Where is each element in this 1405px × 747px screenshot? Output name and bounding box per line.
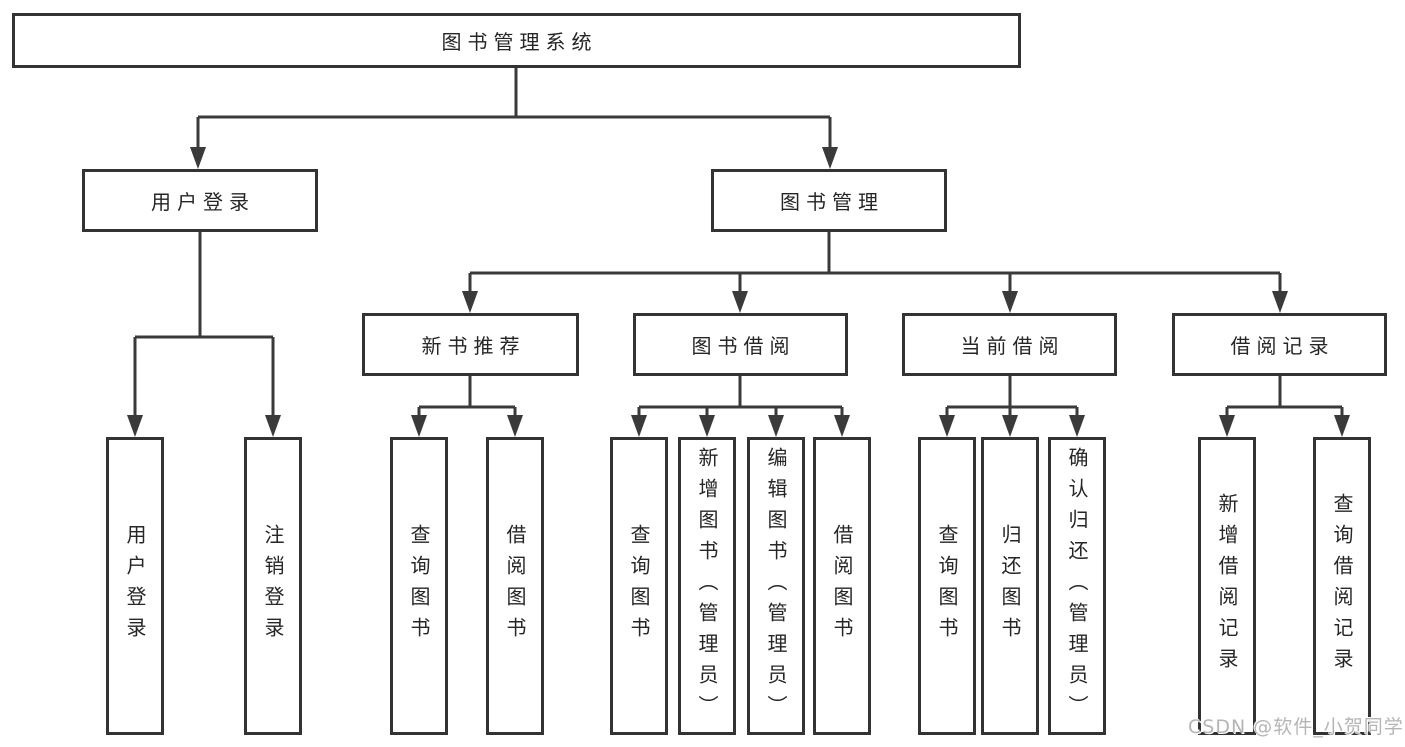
node-new-book-recommend: 新书推荐 (362, 313, 579, 376)
leaf-recommend-borrow-book-label: 借阅图书 (503, 524, 527, 648)
leaf-edit-book-admin-label: 编辑图书（管理员） (764, 446, 788, 726)
leaf-recommend-query-book-label: 查询图书 (407, 524, 431, 648)
leaf-user-login: 用户登录 (106, 437, 164, 735)
leaf-current-query-book: 查询图书 (918, 437, 976, 735)
leaf-query-borrow-record-label: 查询借阅记录 (1330, 493, 1354, 679)
leaf-edit-book-admin: 编辑图书（管理员） (747, 437, 805, 735)
leaf-borrow-book-label: 借阅图书 (830, 524, 854, 648)
leaf-query-borrow-record: 查询借阅记录 (1313, 437, 1371, 735)
node-book-borrow-label: 图书借阅 (691, 334, 796, 358)
leaf-add-borrow-record: 新增借阅记录 (1198, 437, 1256, 735)
leaf-add-book-admin: 新增图书（管理员） (678, 437, 736, 735)
node-current-borrow: 当前借阅 (902, 313, 1117, 376)
leaf-logout-label: 注销登录 (261, 524, 285, 648)
leaf-borrow-book: 借阅图书 (813, 437, 871, 735)
leaf-current-query-book-label: 查询图书 (935, 524, 959, 648)
node-user-login: 用户登录 (82, 169, 318, 232)
leaf-recommend-query-book: 查询图书 (390, 437, 448, 735)
node-borrow-record: 借阅记录 (1172, 313, 1387, 376)
node-borrow-record-label: 借阅记录 (1230, 334, 1335, 358)
leaf-confirm-return-admin-label: 确认归还（管理员） (1065, 446, 1089, 726)
node-current-borrow-label: 当前借阅 (960, 334, 1065, 358)
leaf-return-book-label: 归还图书 (998, 524, 1022, 648)
leaf-borrow-query-book-label: 查询图书 (627, 524, 651, 648)
arrow-down-icons (127, 147, 1350, 437)
leaf-user-login-label: 用户登录 (123, 524, 147, 648)
node-book-management: 图书管理 (711, 169, 947, 232)
node-user-login-label: 用户登录 (151, 190, 255, 214)
leaf-logout: 注销登录 (244, 437, 302, 735)
node-book-management-label: 图书管理 (780, 190, 884, 214)
node-book-borrow: 图书借阅 (633, 313, 848, 376)
leaf-add-book-admin-label: 新增图书（管理员） (695, 446, 719, 726)
csdn-watermark: CSDN @软件_小贺同学 (1188, 716, 1404, 738)
leaf-borrow-query-book: 查询图书 (610, 437, 668, 735)
node-new-book-recommend-label: 新书推荐 (421, 334, 526, 358)
node-root-label: 图书管理系统 (441, 30, 598, 54)
leaf-add-borrow-record-label: 新增借阅记录 (1215, 493, 1239, 679)
leaf-recommend-borrow-book: 借阅图书 (486, 437, 544, 735)
node-root: 图书管理系统 (12, 13, 1021, 68)
leaf-confirm-return-admin: 确认归还（管理员） (1048, 437, 1106, 735)
leaf-return-book: 归还图书 (981, 437, 1039, 735)
